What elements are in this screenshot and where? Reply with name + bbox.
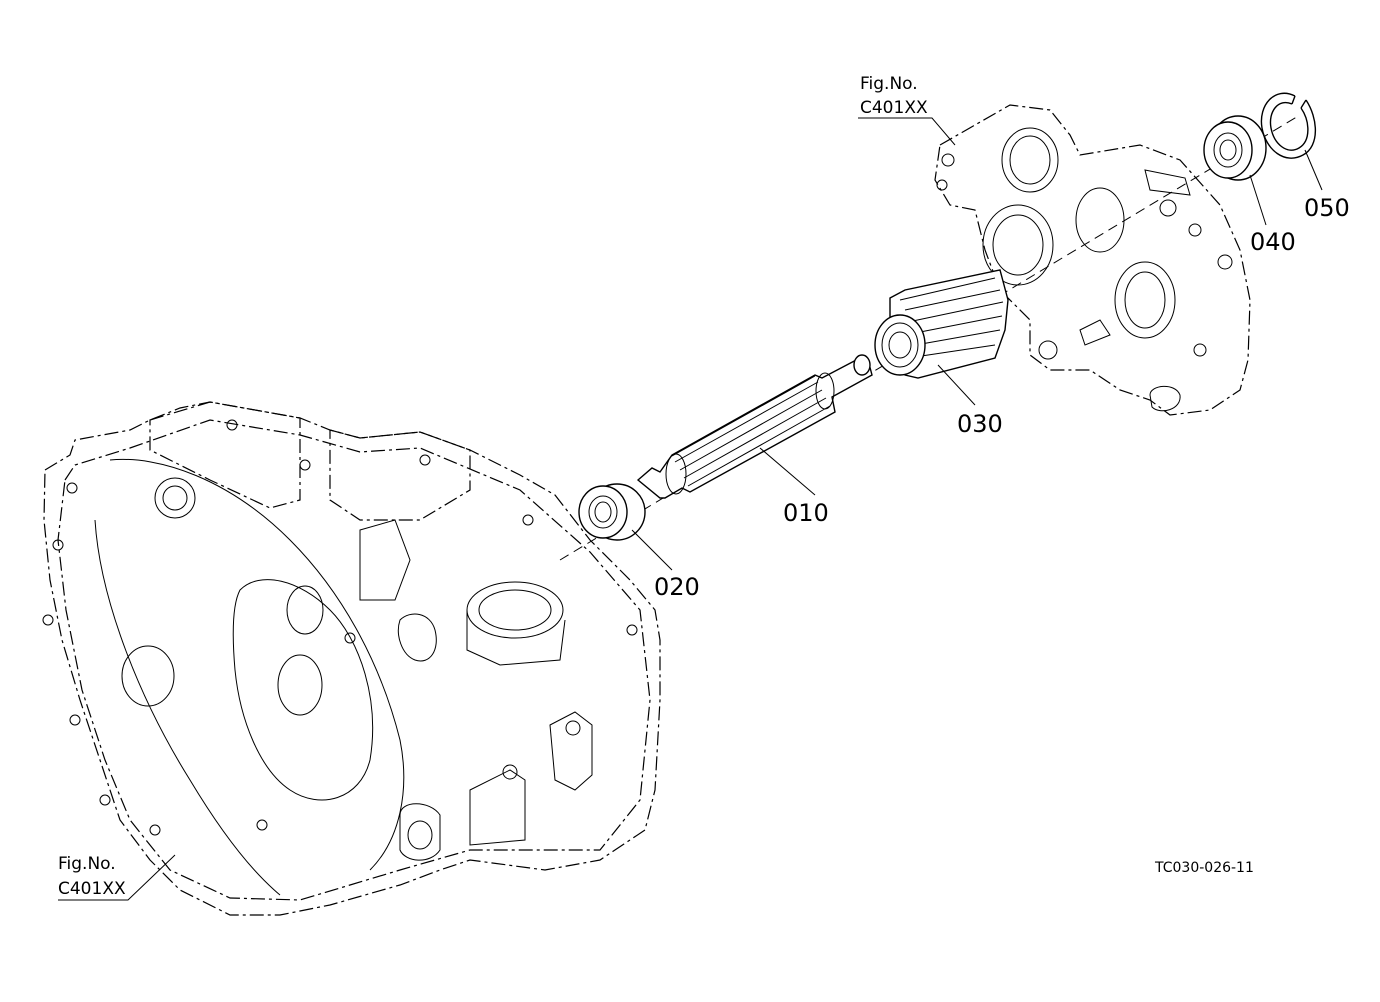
fig-ref-bottom-code: C401XX xyxy=(58,879,126,899)
leader-lines xyxy=(58,117,1323,901)
part-label-020: 020 xyxy=(654,573,700,601)
part-label-050: 050 xyxy=(1304,194,1350,222)
fig-ref-top-prefix: Fig.No. xyxy=(860,74,918,94)
fig-ref-top-code: C401XX xyxy=(860,98,928,118)
splined-shaft xyxy=(636,354,873,499)
front-cover xyxy=(934,104,1251,416)
drawing-code: TC030-026-11 xyxy=(1154,860,1254,876)
part-label-010: 010 xyxy=(783,499,829,527)
transmission-housing xyxy=(42,401,661,916)
ball-bearing-rear xyxy=(1203,115,1267,181)
spur-gear xyxy=(874,269,1009,379)
ball-bearing-front xyxy=(578,483,646,541)
snap-ring xyxy=(1260,92,1316,159)
fig-ref-bottom-prefix: Fig.No. xyxy=(58,854,116,874)
part-label-030: 030 xyxy=(957,410,1003,438)
part-label-040: 040 xyxy=(1250,228,1296,256)
